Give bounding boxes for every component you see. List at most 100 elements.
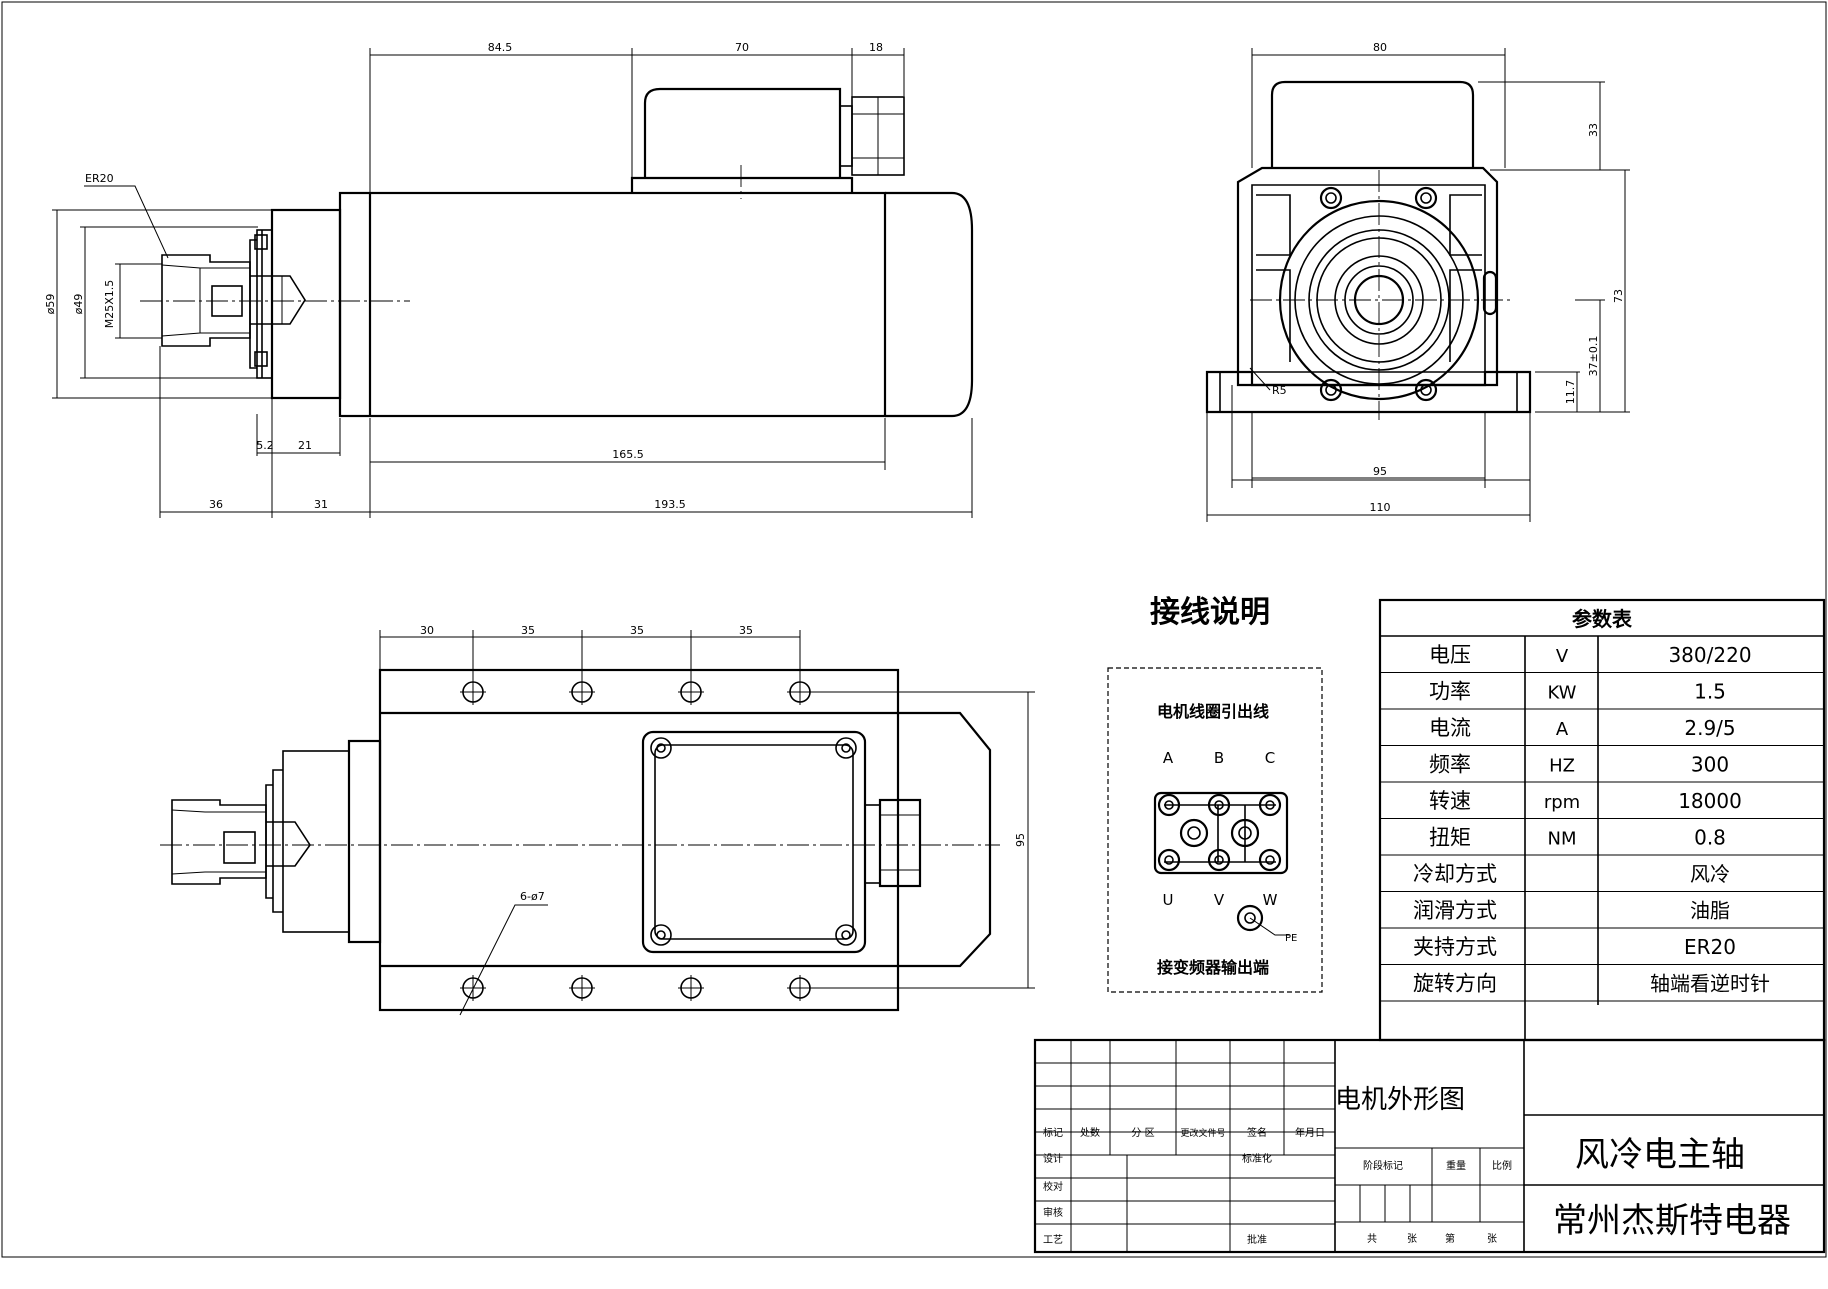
dim-95-top: 95 bbox=[1014, 833, 1027, 847]
title-block: 标记 处数 分 区 更改文件号 签名 年月日 设计 标准化 校对 审核 工艺 批… bbox=[1033, 1038, 1826, 1254]
dim-11-7: 11.7 bbox=[1564, 380, 1577, 405]
front-flange-circle bbox=[1278, 199, 1480, 401]
front-bolts bbox=[1319, 186, 1438, 402]
tb-stage: 阶段标记 bbox=[1363, 1159, 1403, 1172]
param-label: 夹持方式 bbox=[1413, 935, 1497, 959]
param-value: 380/220 bbox=[1668, 643, 1751, 667]
front-terminal-box bbox=[1270, 80, 1475, 168]
tb-h-mark: 标记 bbox=[1043, 1127, 1063, 1139]
wiring-subtitle: 电机线圈引出线 bbox=[1157, 702, 1269, 721]
param-value: 1.5 bbox=[1694, 680, 1726, 704]
param-label: 旋转方向 bbox=[1413, 972, 1497, 996]
label-a: A bbox=[1163, 749, 1174, 767]
tb-h-zone: 分 区 bbox=[1131, 1127, 1154, 1139]
label-b: B bbox=[1214, 749, 1224, 767]
label-w: W bbox=[1263, 891, 1278, 909]
tb-std: 标准化 bbox=[1242, 1152, 1272, 1165]
front-mounting-foot bbox=[1205, 370, 1532, 414]
dim-73: 73 bbox=[1612, 289, 1625, 303]
dim-165-5: 165.5 bbox=[612, 448, 644, 461]
tb-h-count: 处数 bbox=[1080, 1126, 1100, 1139]
param-value: 风冷 bbox=[1690, 862, 1730, 886]
terminal-block bbox=[1153, 791, 1289, 875]
dim-110: 110 bbox=[1370, 501, 1391, 514]
dim-33: 33 bbox=[1587, 123, 1600, 137]
dim-18: 18 bbox=[869, 41, 883, 54]
dim-30: 30 bbox=[420, 624, 434, 637]
label-v: V bbox=[1214, 891, 1225, 909]
label-holes: 6-ø7 bbox=[520, 890, 545, 903]
tb-sheet1: 张 bbox=[1407, 1233, 1417, 1245]
tb-review: 审核 bbox=[1043, 1206, 1063, 1219]
tb-scale: 比例 bbox=[1492, 1159, 1512, 1172]
drawing-name: 电机外形图 bbox=[1335, 1085, 1465, 1115]
tb-process: 工艺 bbox=[1043, 1234, 1063, 1246]
dim-21: 21 bbox=[298, 439, 312, 452]
param-value: 0.8 bbox=[1694, 826, 1726, 850]
wiring-box bbox=[1107, 667, 1323, 993]
label-u: U bbox=[1163, 891, 1174, 909]
company-name: 常州杰斯特电器 bbox=[1553, 1201, 1791, 1241]
side-view: 84.5 70 18 ø59 ø49 M25X1.5 ER20 5.2 21 1… bbox=[44, 41, 974, 518]
dim-r5: R5 bbox=[1272, 384, 1287, 397]
label-pe: PE bbox=[1285, 933, 1297, 944]
param-label: 润滑方式 bbox=[1413, 899, 1497, 923]
dim-84-5: 84.5 bbox=[488, 41, 513, 54]
dim-dia59: ø59 bbox=[44, 294, 57, 315]
dim-dia49: ø49 bbox=[72, 294, 85, 315]
param-label: 功率 bbox=[1429, 680, 1471, 704]
wiring-title: 接线说明 bbox=[1150, 595, 1270, 630]
param-unit: KW bbox=[1548, 683, 1577, 704]
dim-31: 31 bbox=[314, 498, 328, 511]
param-value: 2.9/5 bbox=[1684, 716, 1735, 740]
terminal-box-base bbox=[630, 176, 854, 193]
tb-weight: 重量 bbox=[1446, 1159, 1466, 1172]
param-value: ER20 bbox=[1684, 935, 1736, 959]
dim-80: 80 bbox=[1373, 41, 1387, 54]
param-value: 300 bbox=[1691, 753, 1729, 777]
param-value: 轴端看逆时针 bbox=[1650, 972, 1770, 996]
tb-h-doc: 更改文件号 bbox=[1180, 1127, 1225, 1139]
param-label: 转速 bbox=[1429, 789, 1471, 813]
sheet-border bbox=[1, 1, 1827, 1258]
dim-37: 37±0.1 bbox=[1587, 336, 1600, 377]
dim-thread: M25X1.5 bbox=[103, 280, 116, 329]
dim-36: 36 bbox=[209, 498, 223, 511]
param-unit: A bbox=[1556, 719, 1569, 740]
tb-design: 设计 bbox=[1043, 1152, 1063, 1165]
dim-35-b: 35 bbox=[630, 624, 644, 637]
label-collet: ER20 bbox=[85, 172, 114, 185]
param-label: 电压 bbox=[1429, 643, 1471, 667]
motor-fan-cover bbox=[368, 191, 974, 418]
tb-check: 校对 bbox=[1043, 1180, 1063, 1193]
dim-193-5: 193.5 bbox=[654, 498, 686, 511]
param-unit: NM bbox=[1548, 829, 1577, 850]
top-motor-outline bbox=[380, 711, 992, 968]
tb-approve: 批准 bbox=[1247, 1233, 1267, 1246]
wiring-section: 接线说明 电机线圈引出线 A B C U V W PE 接变频器输出端 bbox=[1107, 595, 1323, 993]
label-c: C bbox=[1265, 749, 1275, 767]
param-value: 油脂 bbox=[1690, 899, 1730, 923]
dim-35-c: 35 bbox=[739, 624, 753, 637]
param-label: 冷却方式 bbox=[1413, 862, 1497, 886]
front-housing bbox=[1236, 166, 1499, 387]
tb-h-date: 年月日 bbox=[1295, 1126, 1325, 1139]
product-name: 风冷电主轴 bbox=[1575, 1135, 1745, 1175]
dim-70: 70 bbox=[735, 41, 749, 54]
param-unit: V bbox=[1556, 646, 1569, 667]
dim-95-front: 95 bbox=[1373, 465, 1387, 478]
dim-5-2: 5.2 bbox=[256, 439, 274, 452]
param-label: 电流 bbox=[1429, 716, 1471, 740]
tb-total: 共 bbox=[1367, 1233, 1377, 1245]
param-value: 18000 bbox=[1678, 789, 1742, 813]
dim-35-a: 35 bbox=[521, 624, 535, 637]
tb-h-sign: 签名 bbox=[1247, 1126, 1267, 1139]
front-view: 80 33 73 37±0.1 11.7 95 110 R5 bbox=[1205, 41, 1630, 522]
tb-sheet2: 张 bbox=[1487, 1233, 1497, 1245]
tb-page: 第 bbox=[1445, 1232, 1455, 1245]
param-unit: HZ bbox=[1549, 756, 1575, 777]
top-collet-nut bbox=[171, 799, 267, 885]
top-view: 30 35 35 35 95 6-ø7 bbox=[160, 624, 1035, 1016]
